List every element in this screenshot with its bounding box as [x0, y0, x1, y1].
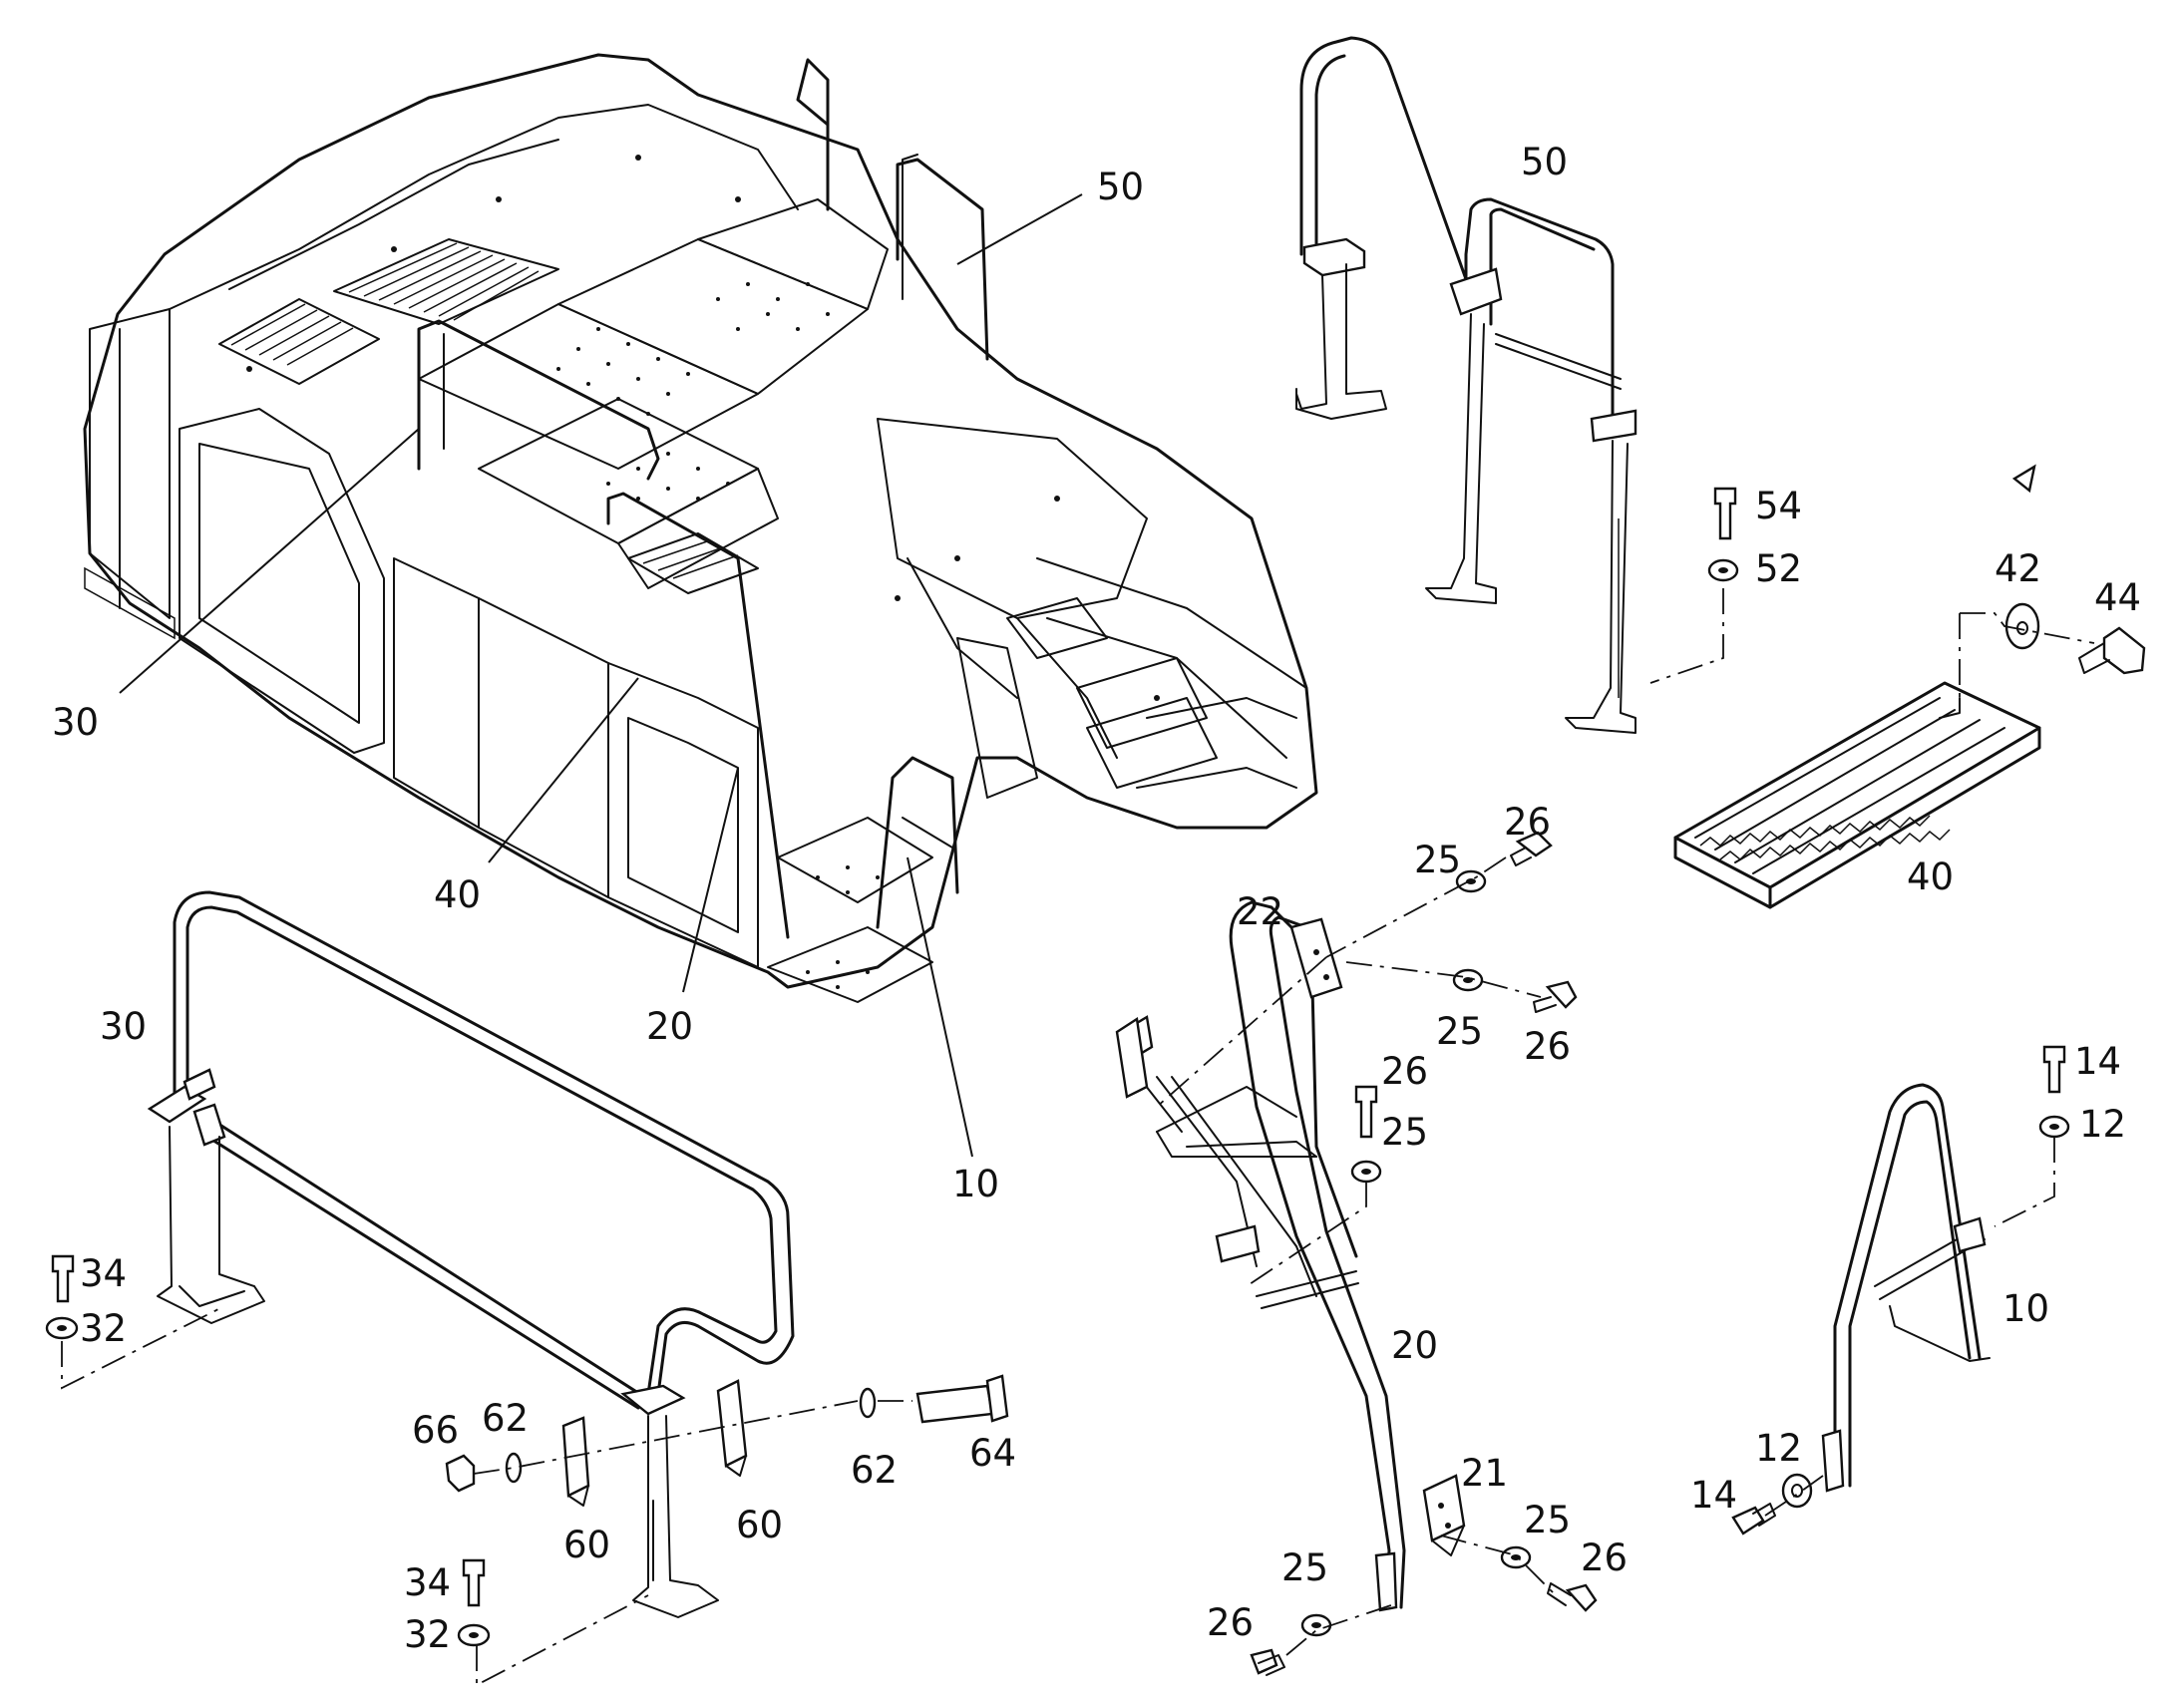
callout-20-main: 20 — [646, 1005, 693, 1048]
fasteners — [45, 487, 2146, 1676]
detail-handrail-10 — [1821, 1083, 1991, 1493]
callout-40-main: 40 — [434, 873, 481, 916]
callout-32-b: 32 — [404, 1613, 451, 1656]
callout-60-a: 60 — [563, 1524, 610, 1566]
callout-26-b: 26 — [1524, 1025, 1571, 1068]
callout-64: 64 — [969, 1432, 1016, 1475]
callout-25-e: 25 — [1281, 1546, 1328, 1589]
leader-lines — [119, 193, 1083, 1158]
callout-21: 21 — [1461, 1452, 1508, 1495]
callout-34-a: 34 — [80, 1252, 127, 1295]
callout-26-e: 26 — [1207, 1601, 1254, 1644]
callout-labels: 50 30 40 20 10 50 54 52 42 44 40 26 25 2… — [52, 141, 2141, 1656]
callout-25-a: 25 — [1414, 839, 1461, 881]
callout-22: 22 — [1237, 890, 1283, 933]
detail-step-40 — [1673, 464, 2041, 909]
callout-12-b: 12 — [1755, 1427, 1802, 1470]
callout-54: 54 — [1755, 485, 1802, 527]
assembly-lines — [61, 588, 2095, 1687]
callout-26-a: 26 — [1504, 801, 1551, 844]
callout-25-d: 25 — [1524, 1499, 1571, 1541]
callout-14-a: 14 — [2074, 1040, 2121, 1083]
callout-30-detail: 30 — [100, 1005, 147, 1048]
detail-handrail-50 — [1295, 36, 1637, 734]
callout-40-detail: 40 — [1907, 855, 1954, 898]
callout-25-c: 25 — [1381, 1111, 1428, 1154]
callout-30-main: 30 — [52, 701, 99, 744]
callout-50-main: 50 — [1097, 166, 1144, 208]
machine-upper-structure — [83, 53, 1318, 1003]
callout-26-d: 26 — [1581, 1537, 1628, 1579]
callout-10-detail: 10 — [2002, 1287, 2049, 1330]
callout-10-main: 10 — [952, 1163, 999, 1205]
callout-60-b: 60 — [736, 1504, 783, 1546]
callout-62-b: 62 — [851, 1449, 898, 1492]
detail-handrail-20 — [1115, 900, 1466, 1612]
callout-12-a: 12 — [2079, 1103, 2126, 1146]
callout-42: 42 — [1995, 547, 2041, 590]
callout-50-detail: 50 — [1521, 141, 1568, 183]
callout-14-b: 14 — [1690, 1474, 1737, 1517]
callout-66: 66 — [412, 1409, 459, 1452]
callout-25-b: 25 — [1436, 1010, 1483, 1053]
callout-34-b: 34 — [404, 1561, 451, 1604]
callout-26-c: 26 — [1381, 1050, 1428, 1093]
callout-44: 44 — [2094, 576, 2141, 619]
callout-32-a: 32 — [80, 1307, 127, 1350]
callout-52: 52 — [1755, 547, 1802, 590]
callout-20-detail: 20 — [1391, 1324, 1438, 1367]
detail-handrail-30 — [147, 890, 795, 1618]
callout-62-a: 62 — [482, 1397, 529, 1440]
